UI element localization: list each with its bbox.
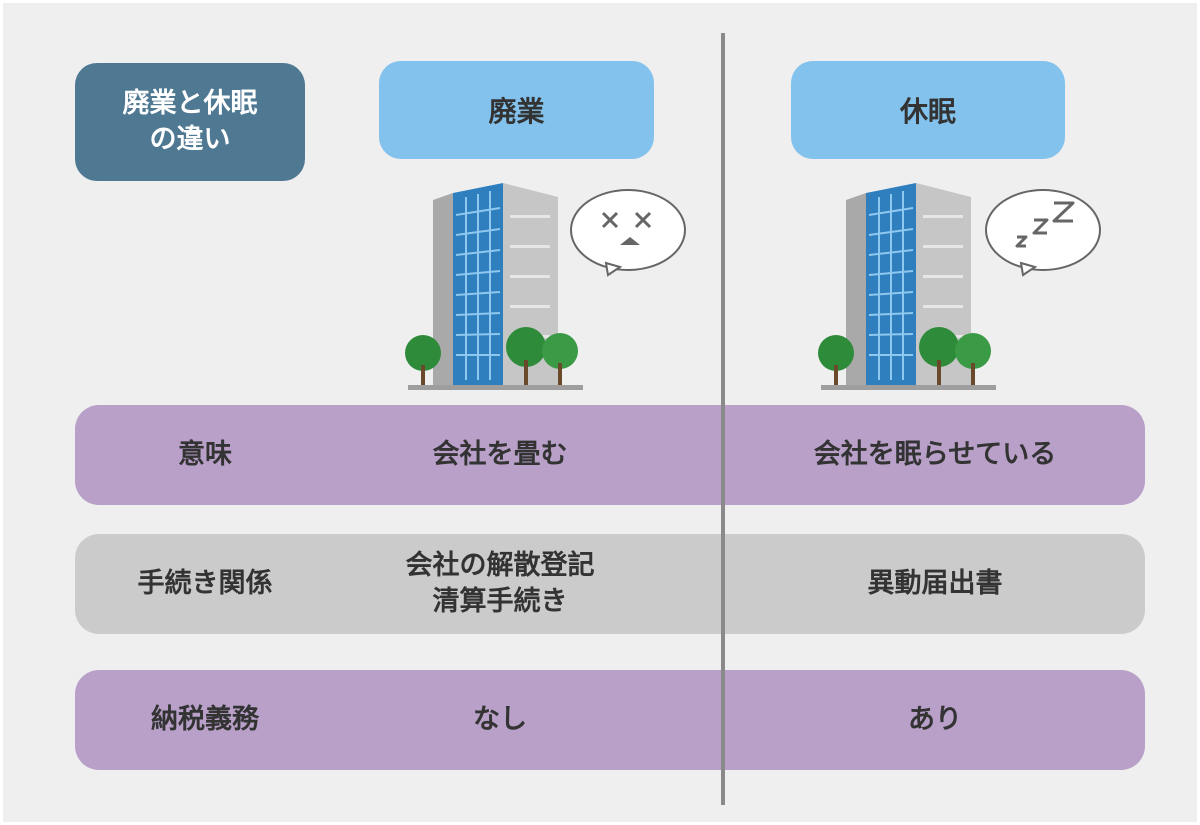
dizzy-face-speech-bubble-icon: [570, 189, 686, 277]
column-header-closure-label: 廃業: [488, 95, 545, 128]
comparison-row-procedures: 手続き関係 会社の解散登記 清算手続き 異動届出書: [75, 534, 1145, 634]
closure-procedures-cell: 会社の解散登記 清算手続き: [405, 550, 595, 617]
column-divider: [721, 33, 725, 805]
row-label-meaning: 意味: [178, 439, 232, 470]
dormancy-procedures-cell: 異動届出書: [867, 568, 1003, 599]
comparison-row-tax-obligation: 納税義務 なし あり: [75, 670, 1145, 770]
dormancy-tax-obligation-cell: あり: [908, 704, 962, 735]
row-label-tax-obligation: 納税義務: [151, 704, 259, 735]
closure-meaning-cell: 会社を畳む: [432, 439, 568, 470]
diagram-title-text: 廃業と休眠の違い: [122, 88, 258, 155]
office-building-icon: [818, 183, 996, 390]
column-header-dormancy: 休眠: [791, 61, 1065, 159]
column-header-closure: 廃業: [379, 61, 654, 159]
row-label-procedures: 手続き関係: [137, 568, 273, 599]
dormancy-meaning-cell: 会社を眠らせている: [813, 439, 1057, 470]
closure-tax-obligation-cell: なし: [473, 704, 527, 735]
comparison-row-meaning: 意味 会社を畳む 会社を眠らせている: [75, 405, 1145, 505]
dormancy-illustration: [818, 183, 1101, 390]
sleeping-zzz-speech-bubble-icon: [985, 189, 1101, 277]
closure-illustration: [405, 183, 686, 390]
diagram-title: 廃業と休眠の違い: [75, 63, 305, 181]
column-header-dormancy-label: 休眠: [899, 95, 956, 128]
office-building-icon: [405, 183, 583, 390]
